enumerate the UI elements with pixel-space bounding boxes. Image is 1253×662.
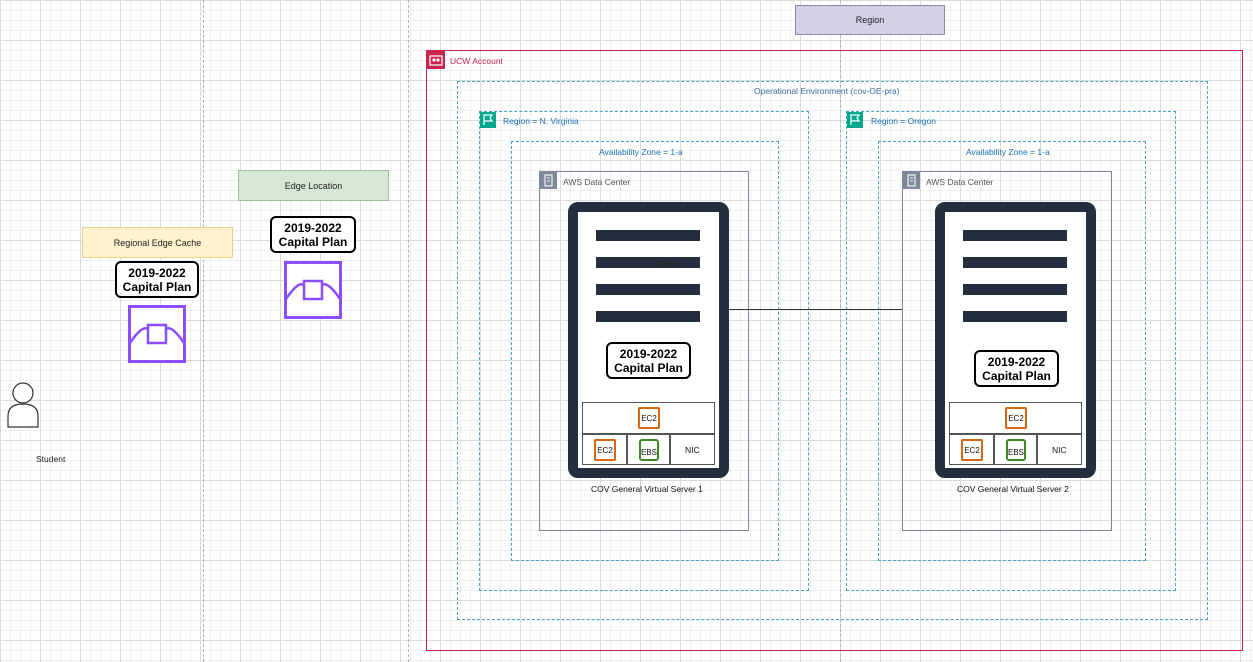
availability-zone-group[interactable]	[878, 141, 1146, 561]
server-bar	[963, 311, 1067, 322]
server1-caption: COV General Virtual Server 1	[591, 484, 703, 494]
stray-text-label[interactable]: Text	[659, 259, 675, 269]
edge-location-header[interactable]: Edge Location	[238, 170, 389, 201]
data-center-label: AWS Data Center	[563, 177, 631, 187]
plan-line1: 2019-2022	[128, 265, 186, 280]
edge-location-icon[interactable]	[284, 261, 342, 319]
region-oregon-group[interactable]	[846, 111, 1176, 591]
operational-environment-group[interactable]	[457, 81, 1208, 620]
data-center-group[interactable]	[902, 171, 1112, 531]
ec2-cell[interactable]: EC2	[949, 434, 994, 465]
data-center-icon	[540, 172, 557, 189]
ec2-cell[interactable]: EC2	[582, 402, 715, 434]
account-label: UCW Account	[450, 56, 503, 66]
capital-plan-label[interactable]: 2019-2022 Capital Plan	[606, 342, 691, 379]
region-virginia-label: Region = N. Virginia	[503, 116, 579, 126]
ebs-cell[interactable]: EBS	[627, 434, 670, 465]
region-oregon-label: Region = Oregon	[871, 116, 936, 126]
availability-zone-group[interactable]	[511, 141, 779, 561]
data-center-group[interactable]	[539, 171, 749, 531]
ec2-cell[interactable]: EC2	[582, 434, 627, 465]
plan-line1: 2019-2022	[987, 354, 1046, 369]
nic-label: NIC	[685, 445, 700, 455]
user-icon[interactable]	[6, 380, 40, 428]
region-flag-icon	[480, 112, 496, 128]
plan-line2: Capital Plan	[122, 279, 192, 294]
plan-line2: Capital Plan	[982, 368, 1051, 383]
nic-label: NIC	[1052, 445, 1067, 455]
server-connector-line[interactable]	[728, 309, 902, 310]
plan-line1: 2019-2022	[284, 220, 342, 235]
server-bar	[963, 230, 1067, 241]
plan-line2: Capital Plan	[614, 360, 683, 375]
region-flag-icon	[847, 112, 863, 128]
ebs-icon: EBS	[1006, 439, 1026, 461]
ec2-icon: EC2	[961, 439, 983, 461]
server-bar	[596, 311, 700, 322]
server-bar	[963, 257, 1067, 268]
availability-zone-label: Availability Zone = 1-a	[966, 147, 1050, 157]
ec2-icon: EC2	[638, 407, 660, 429]
server-bar	[963, 284, 1067, 295]
capital-plan-label[interactable]: 2019-2022 Capital Plan	[974, 350, 1059, 387]
data-center-icon	[903, 172, 920, 189]
capital-plan-label[interactable]: 2019-2022 Capital Plan	[270, 216, 356, 253]
ec2-icon: EC2	[594, 439, 616, 461]
capital-plan-label[interactable]: 2019-2022 Capital Plan	[115, 261, 199, 298]
environment-label: Operational Environment (cov-OE-pra)	[754, 86, 900, 96]
ucw-account-group[interactable]	[426, 50, 1243, 651]
region-header[interactable]: Region	[795, 5, 945, 35]
ec2-cell[interactable]: EC2	[949, 402, 1082, 434]
server-bar	[596, 257, 700, 268]
server-bar	[596, 230, 700, 241]
data-center-label: AWS Data Center	[926, 177, 994, 187]
nic-cell[interactable]: NIC	[1037, 434, 1082, 465]
edge-location-icon[interactable]	[128, 305, 186, 363]
student-label: Student	[36, 454, 66, 464]
divider-line	[203, 0, 204, 662]
divider-line	[408, 0, 409, 662]
ebs-cell[interactable]: EBS	[994, 434, 1037, 465]
divider-line	[840, 0, 841, 662]
region-virginia-group[interactable]	[479, 111, 809, 591]
plan-line2: Capital Plan	[278, 234, 348, 249]
regional-edge-cache-header[interactable]: Regional Edge Cache	[82, 227, 233, 258]
ec2-icon: EC2	[1005, 407, 1027, 429]
availability-zone-label: Availability Zone = 1-a	[599, 147, 683, 157]
plan-line1: 2019-2022	[619, 346, 678, 361]
server2-caption: COV General Virtual Server 2	[957, 484, 1069, 494]
server-bar	[596, 284, 700, 295]
account-icon	[427, 51, 445, 69]
ebs-icon: EBS	[639, 439, 659, 461]
nic-cell[interactable]: NIC	[670, 434, 715, 465]
